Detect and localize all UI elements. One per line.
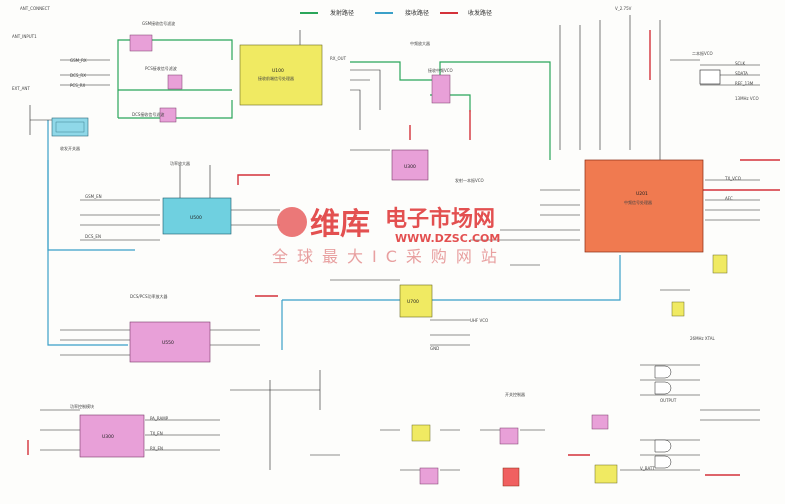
xtal-label: 26MHz XTAL (690, 336, 715, 341)
dcs-pa-label: DCS/PCS功率放大器 (130, 293, 168, 299)
rx-filter-dcs-label: DCS接收信号滤波 (132, 111, 164, 117)
u550-block: U550 DCS/PCS功率放大器 (129, 293, 211, 363)
net-ext-ant: EXT_ANT (12, 86, 30, 91)
net-afc: AFC (725, 196, 733, 201)
net-gnd: GND (430, 346, 439, 351)
tx-osc-label: 发射一本振VCO (455, 177, 484, 183)
net-ant-input: ANT_INPUT1 (12, 34, 37, 39)
pa-gsm-label: 功率放大器 (170, 160, 190, 166)
u201-block: U201 中频信号处理器 (584, 159, 704, 253)
pwr-ctrl-label: 功率控制模块 (70, 403, 94, 409)
watermark: 维库 电子市场网 WWW.DZSC.COM 全球最大IC采购网站 (272, 206, 506, 266)
rx-filter-gsm: GSM接收信号滤波 (129, 20, 175, 52)
switch-ctrl-label: 开关控制器 (505, 391, 525, 397)
net-tx-vco: TX_VCO (724, 176, 741, 181)
tx-path-gsm (117, 39, 233, 118)
watermark-url: WWW.DZSC.COM (395, 232, 500, 245)
net-sdata: SDATA (735, 71, 748, 76)
net-ref13m: REF_13M (735, 81, 754, 86)
watermark-brand-a: 维库 (310, 207, 370, 242)
rx-vco-label: 接收中频VCO (428, 67, 453, 73)
net-rx-en: RX_EN (150, 446, 163, 451)
net-pa-ramp: PA_RAMP (150, 416, 169, 421)
vco2-block: 二本振VCO 13MHz VCO (692, 50, 759, 101)
net-labels: ANT_CONNECT ANT_INPUT1 EXT_ANT GSM_RX DC… (12, 6, 754, 471)
trx-path-a (237, 174, 270, 185)
u300-block: U300 发射一本振VCO (391, 149, 484, 183)
net-vbatt: V_BATT (640, 466, 655, 471)
u201-desc: 中频信号处理器 (624, 199, 652, 205)
vco2-label: 二本振VCO (692, 50, 713, 56)
u300-title: U300 (404, 164, 416, 170)
u300b-title: U300 (102, 434, 114, 440)
rx-path-left (47, 120, 135, 251)
tx-path-dcs (118, 100, 233, 119)
logic-gates (654, 365, 672, 469)
u500-block: U500 功率放大器 (162, 160, 232, 235)
u700-block: U700 UHF VCO (399, 284, 488, 323)
antenna-switch-block: 收发开关器 (51, 117, 89, 151)
legend-label-trx: 收发路径 (468, 9, 492, 17)
rx-filter-pcs: PCS接收信号滤波 (145, 65, 183, 90)
xtal-block: 26MHz XTAL (671, 254, 728, 341)
output-label: OUTPUT (660, 398, 677, 403)
legend-label-tx: 发射路径 (330, 9, 354, 17)
u100-title: U100 (272, 68, 284, 74)
rx-vco-block: 中频放大器 接收中频VCO (410, 40, 453, 104)
antenna-switch-label: 收发开关器 (60, 145, 80, 151)
net-gsm-en: GSM_EN (85, 194, 102, 199)
vco13m-label: 13MHz VCO (735, 96, 759, 101)
u550-title: U550 (162, 340, 174, 346)
u500-title: U500 (190, 215, 202, 221)
mid-amp-label: 中频放大器 (410, 40, 430, 46)
net-gsm-rx: GSM_RX (70, 58, 87, 63)
u700-title: U700 (407, 299, 419, 305)
net-dcs-en: DCS_EN (85, 234, 101, 239)
switch-controller-group: 开关控制器 OUTPUT (411, 391, 677, 487)
watermark-logo-icon (277, 207, 307, 237)
net-ant-conn: ANT_CONNECT (20, 6, 50, 11)
u300b-block: U300 功率控制模块 (70, 403, 145, 458)
u201-title: U201 (636, 191, 648, 197)
legend: 发射路径 接收路径 收发路径 (300, 9, 492, 17)
rx-filter-dcs: DCS接收信号滤波 (132, 107, 177, 123)
watermark-brand-b: 电子市场网 (385, 206, 495, 232)
net-rx-out: RX_OUT (330, 56, 347, 61)
u100-block: U100 接收前端信号处理器 (239, 44, 323, 106)
net-sclk: SCLK (735, 61, 746, 66)
net-pcs-rx: PCS_RX (70, 83, 86, 88)
rx-filter-gsm-label: GSM接收信号滤波 (142, 20, 175, 26)
u100-desc: 接收前端信号处理器 (258, 75, 294, 81)
rx-path-lower (47, 160, 128, 346)
watermark-slogan: 全球最大IC采购网站 (272, 247, 506, 266)
rx-filter-pcs-label: PCS接收信号滤波 (145, 65, 177, 71)
legend-label-rx: 接收路径 (405, 9, 429, 17)
rx-path-bottom (282, 255, 621, 301)
u700-desc: UHF VCO (470, 318, 488, 323)
net-tx-en: TX_EN (149, 431, 163, 436)
net-vcc: V_2.75V (615, 6, 632, 11)
net-dcs-rx: DCS_RX (70, 73, 86, 78)
